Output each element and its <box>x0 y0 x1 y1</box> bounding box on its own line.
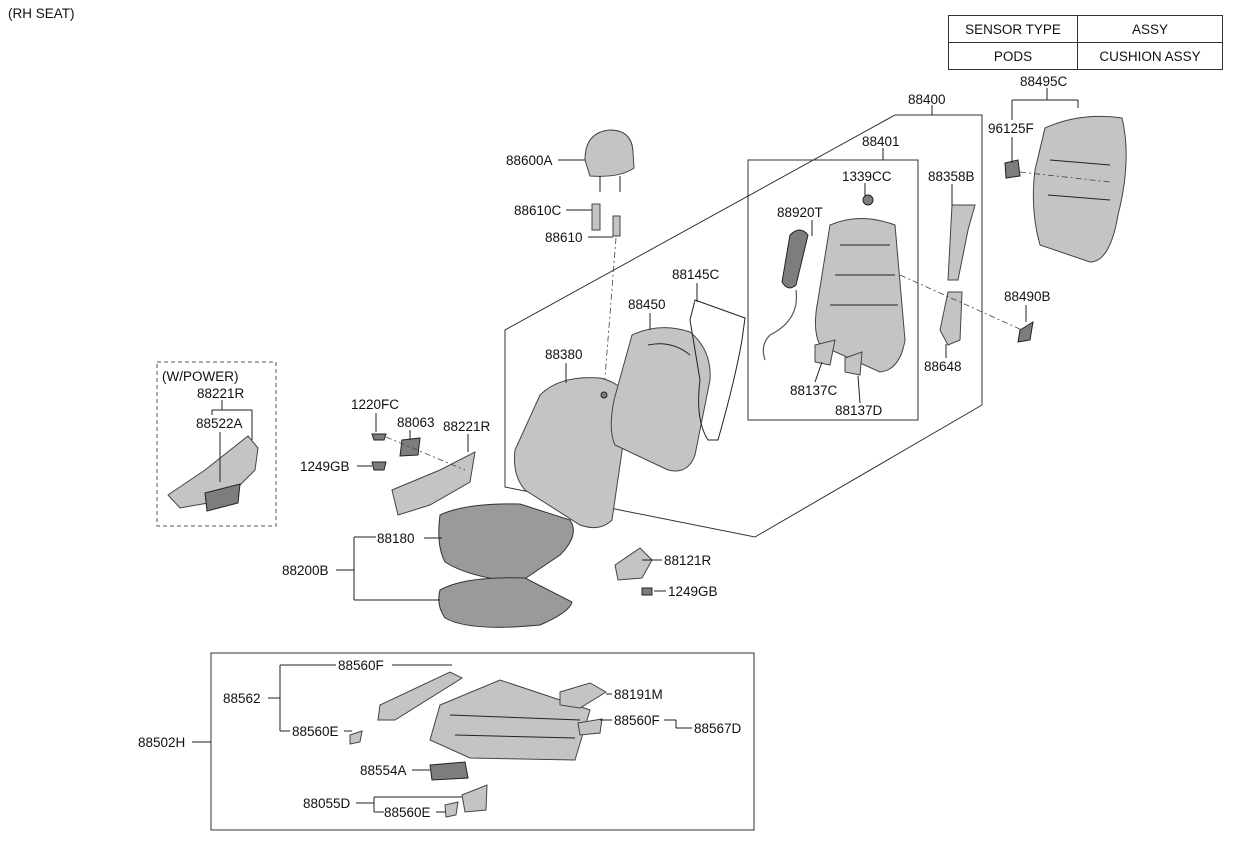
back-board <box>1032 115 1127 263</box>
power-option-box <box>156 361 277 527</box>
headrest <box>584 129 635 192</box>
rail-cap <box>349 730 363 745</box>
power-option-label: (W/POWER) <box>162 369 239 384</box>
table-cell: ASSY <box>1077 15 1223 43</box>
rail-end-cap <box>577 718 603 736</box>
table-cell: CUSHION ASSY <box>1077 42 1223 70</box>
side-bracket <box>814 339 863 376</box>
part-label-1339cc: 1339CC <box>842 169 892 184</box>
side-trim <box>947 204 976 281</box>
part-label-88450: 88450 <box>628 297 666 312</box>
part-label-88522a: 88522A <box>196 416 243 431</box>
part-label-88562: 88562 <box>223 691 261 706</box>
power-switch-cover <box>167 435 259 512</box>
part-label-88502h: 88502H <box>138 735 185 750</box>
nut <box>862 194 874 206</box>
part-label-88221r: 88221R <box>443 419 491 434</box>
part-label-88380: 88380 <box>545 347 583 362</box>
side-cover-small <box>614 547 653 581</box>
part-label-88137c: 88137C <box>790 383 838 398</box>
part-label-88560f: 88560F <box>614 713 660 728</box>
frame-assembly-box <box>747 159 919 421</box>
headrest-guide <box>591 203 621 237</box>
switch-knob <box>399 437 421 457</box>
part-label-88221r: 88221R <box>197 386 245 401</box>
part-label-88495c: 88495C <box>1020 74 1068 89</box>
part-label-88554a: 88554A <box>360 763 407 778</box>
part-label-88567d: 88567D <box>694 721 742 736</box>
rail-cover <box>461 784 488 813</box>
part-label-88560f: 88560F <box>338 658 384 673</box>
table-cell: SENSOR TYPE <box>948 15 1078 43</box>
part-label-88137d: 88137D <box>835 403 883 418</box>
diagram-caption: (RH SEAT) <box>8 6 75 21</box>
part-label-88191m: 88191M <box>614 687 663 702</box>
connector <box>1004 159 1021 179</box>
table-cell: PODS <box>948 42 1078 70</box>
part-label-88610c: 88610C <box>514 203 562 218</box>
seat-cushion-cover <box>438 503 574 583</box>
table-row: SENSOR TYPE ASSY <box>948 15 1223 43</box>
seat-track-frame <box>429 679 591 761</box>
seat-back-frame <box>814 218 906 373</box>
part-label-88180: 88180 <box>377 531 415 546</box>
back-assembly-boundary <box>504 114 983 538</box>
part-label-88400: 88400 <box>908 92 946 107</box>
motor <box>559 682 607 709</box>
part-label-1220fc: 1220FC <box>351 397 399 412</box>
side-shield <box>391 451 476 516</box>
part-label-88121r: 88121R <box>664 553 712 568</box>
leader-lines <box>192 88 1079 813</box>
sensor-type-table: SENSOR TYPE ASSY PODS CUSHION ASSY <box>948 15 1223 70</box>
part-label-88063: 88063 <box>397 415 435 430</box>
part-label-88920t: 88920T <box>777 205 823 220</box>
part-label-88560e: 88560E <box>292 724 339 739</box>
part-label-88401: 88401 <box>862 134 900 149</box>
screw <box>641 587 653 596</box>
part-label-88610: 88610 <box>545 230 583 245</box>
seat-back-cover <box>514 377 629 529</box>
side-cover <box>939 291 963 346</box>
part-label-96125f: 96125F <box>988 121 1034 136</box>
table-row: PODS CUSHION ASSY <box>948 42 1223 70</box>
ecu-module <box>429 761 469 781</box>
rail-cap <box>444 801 459 818</box>
part-label-1249gb: 1249GB <box>668 584 718 599</box>
part-label-88490b: 88490B <box>1004 289 1051 304</box>
part-label-88560e: 88560E <box>384 805 431 820</box>
screw <box>371 433 387 441</box>
part-label-88145c: 88145C <box>672 267 720 282</box>
part-label-88600a: 88600A <box>506 153 553 168</box>
rail-cover <box>377 671 464 721</box>
clip <box>1017 320 1034 343</box>
part-label-88648: 88648 <box>924 359 962 374</box>
back-panel-outline <box>689 299 746 441</box>
part-label-88358b: 88358B <box>928 169 975 184</box>
part-label-88200b: 88200B <box>282 563 329 578</box>
seat-back-pad <box>610 327 711 472</box>
airbag-module <box>762 229 809 361</box>
part-label-1249gb: 1249GB <box>300 459 350 474</box>
seat-cushion-pad <box>438 577 573 628</box>
screw <box>371 461 387 471</box>
part-label-88055d: 88055D <box>303 796 351 811</box>
